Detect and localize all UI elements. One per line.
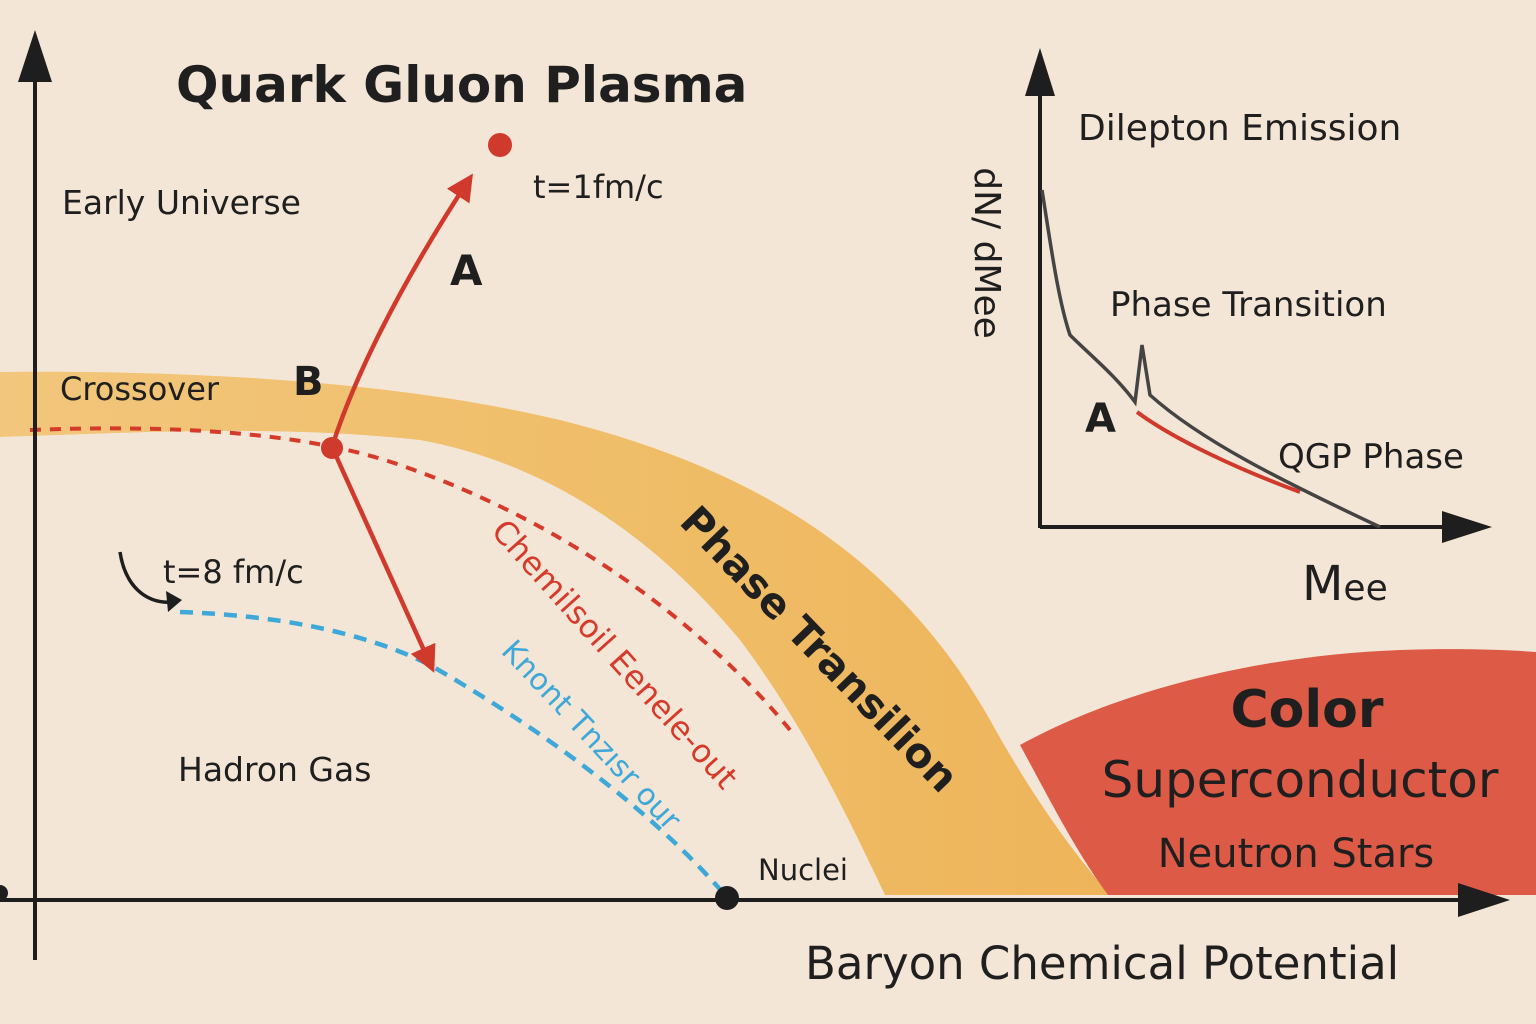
inset-y-arrowhead <box>1025 48 1055 96</box>
inset-phase-transition-label: Phase Transition <box>1110 285 1387 325</box>
trajectory-downward <box>329 446 436 673</box>
time-start-label: t=1fm/c <box>533 168 664 206</box>
inset-x-label-sub: ee <box>1343 568 1387 609</box>
y-axis-arrowhead <box>18 30 52 82</box>
inset-x-label-main: M <box>1302 556 1343 612</box>
neutron-stars-label: Neutron Stars <box>1158 831 1435 877</box>
nuclei-label: Nuclei <box>758 853 848 887</box>
color-label: Color <box>1230 680 1383 740</box>
kinetic-freezeout-curve <box>179 609 727 897</box>
inset-y-label: dN/ dMee <box>966 167 1007 339</box>
point-b-dot <box>321 437 343 459</box>
inset-qgp-phase-label: QGP Phase <box>1278 437 1464 477</box>
time-end-arrowhead <box>166 591 182 612</box>
phase-transition-band <box>0 371 1110 895</box>
superconductor-label: Superconductor <box>1102 751 1499 809</box>
inset-spectrum-curve <box>1040 189 1381 529</box>
inset-point-a-label: A <box>1085 396 1116 442</box>
hadron-gas-label: Hadron Gas <box>178 750 371 789</box>
x-axis-arrowhead <box>1458 883 1510 917</box>
point-b-label: B <box>293 359 324 405</box>
time-end-curved-arrow <box>118 551 176 604</box>
page-title: Quark Gluon Plasma <box>176 56 747 114</box>
time-end-label: t=8 fm/c <box>163 553 304 591</box>
inset-x-arrowhead <box>1442 511 1492 543</box>
inset-qgp-curve <box>1135 410 1301 494</box>
nuclei-point <box>715 886 739 910</box>
crossover-label: Crossover <box>60 370 220 408</box>
color-superconductor-region <box>1020 649 1536 895</box>
point-a-label: A <box>450 246 483 295</box>
early-universe-label: Early Universe <box>62 183 301 222</box>
inset-dilepton-chart: Dilepton Emission dN/ dMee Phase Transit… <box>966 48 1492 612</box>
origin-dot <box>0 885 8 901</box>
inset-x-label: Mee <box>1302 556 1388 612</box>
trajectory-upward <box>329 173 473 448</box>
kinetic-freezeout-label: Knont Tnzısr our <box>494 634 688 838</box>
x-axis-label: Baryon Chemical Potential <box>805 937 1399 990</box>
inset-title: Dilepton Emission <box>1078 108 1401 149</box>
trajectory-start-point <box>488 133 512 157</box>
